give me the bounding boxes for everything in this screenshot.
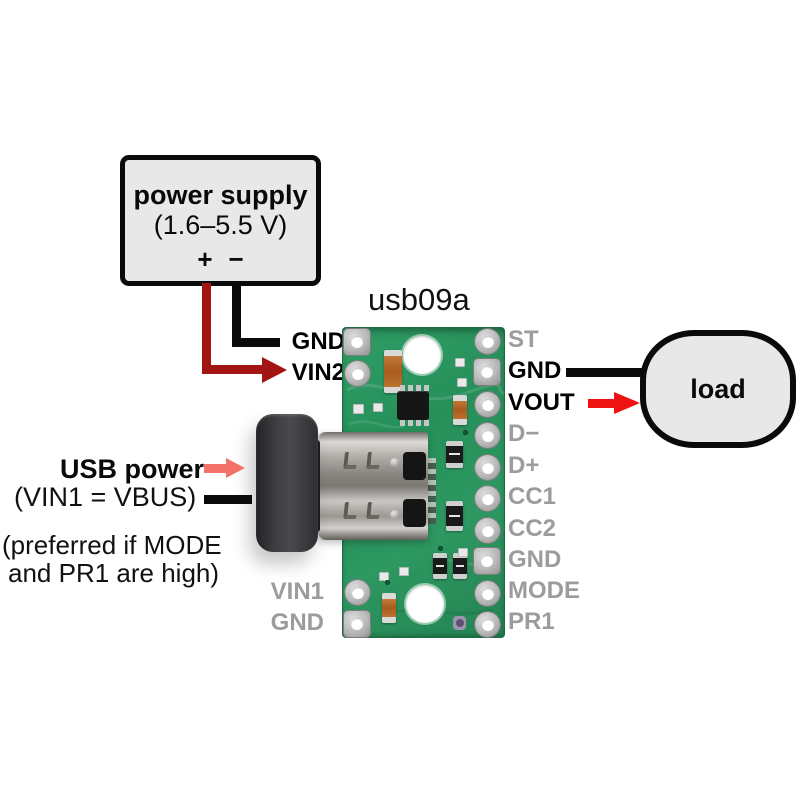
pin-label-vin1: VIN1 [270, 578, 324, 605]
pad-mode [475, 581, 500, 606]
capacitor-bottom [382, 593, 396, 623]
mounting-hole-bottom [406, 585, 444, 623]
gnd-wire-vertical [232, 283, 241, 347]
resistor-3 [433, 553, 447, 579]
via [385, 580, 390, 585]
pad-vin1 [345, 580, 370, 605]
pin-label-pr1: PR1 [508, 608, 555, 635]
vin2-wire-vertical [202, 283, 211, 374]
usb-power-sublabel: (VIN1 = VBUS) [14, 482, 197, 512]
pad-gnd-mid [474, 548, 500, 574]
pad-st [475, 329, 500, 354]
pad-d-minus [475, 423, 500, 448]
pin-label-gnd-top-left: GND [291, 328, 345, 355]
pin-label-d-plus: D+ [508, 452, 540, 479]
shell-groove [343, 452, 358, 469]
smd-component [353, 404, 364, 414]
pin-label-cc2: CC2 [508, 515, 557, 542]
vin1-wire-stub [204, 495, 252, 504]
power-supply-title: power supply [133, 180, 308, 210]
shell-dimple [390, 458, 400, 467]
pad-cc1 [475, 486, 500, 511]
usb-power-note-line1: (preferred if MODE [2, 530, 222, 560]
usb-plug-body [256, 414, 318, 552]
shell-latch-slot [403, 499, 426, 527]
vout-arrowhead-icon [614, 392, 643, 414]
via [438, 546, 443, 551]
minus-terminal-label: − [228, 244, 244, 274]
smd-component [455, 358, 465, 367]
power-supply-box: power supply (1.6–5.5 V) + − [120, 155, 321, 286]
power-supply-terminals: + − [197, 244, 243, 275]
shell-groove [343, 502, 358, 519]
pad-d-plus [475, 455, 500, 480]
pin-label-gnd-mid: GND [508, 546, 562, 573]
mounting-hole-top [403, 336, 441, 374]
pad-vin2 [345, 361, 370, 386]
shell-groove [366, 502, 381, 519]
gnd-wire-horizontal [232, 338, 280, 347]
load-label: load [690, 373, 746, 404]
pin-label-st: ST [508, 326, 539, 353]
resistor-1 [446, 441, 463, 468]
smd-component [457, 378, 467, 387]
pin-label-gnd-out: GND [508, 357, 562, 384]
usb-power-note-line2: and PR1 are high) [8, 558, 220, 588]
resistor-2 [446, 501, 463, 531]
pad-vout [475, 392, 500, 417]
vin2-arrowhead-icon [262, 357, 290, 383]
load-gnd-wire [566, 368, 646, 377]
smd-component [399, 567, 409, 576]
usb-power-label: USB power [60, 454, 205, 484]
resistor-4 [453, 553, 467, 579]
smd-component [458, 548, 468, 557]
shell-dimple [390, 510, 400, 519]
capacitor-mid [453, 395, 467, 425]
pin-label-d-minus: D− [508, 420, 540, 447]
pad-cc2 [475, 518, 500, 543]
smd-component [379, 572, 389, 581]
board-title: usb09a [368, 282, 470, 317]
power-supply-voltage-range: (1.6–5.5 V) [153, 210, 288, 240]
pin-label-vout: VOUT [508, 389, 575, 416]
vout-arrow-shaft [588, 399, 616, 408]
pad-gnd-top-left [344, 329, 370, 355]
pin-label-vin2: VIN2 [291, 359, 345, 386]
pad-gnd-out [474, 359, 500, 385]
capacitor-top [384, 350, 402, 393]
pin-label-cc1: CC1 [508, 483, 557, 510]
pad-gnd-bottom-left [344, 611, 370, 637]
vin2-wire-horizontal [202, 365, 264, 374]
load-node: load [640, 330, 796, 448]
shell-groove [366, 452, 381, 469]
ic-chip [397, 385, 429, 426]
usb-power-arrowhead-icon [226, 458, 248, 478]
led-indicator [453, 616, 466, 630]
via [463, 430, 468, 435]
plus-terminal-label: + [197, 244, 213, 274]
usb-power-arrow-shaft [204, 464, 228, 473]
pad-pr1 [475, 612, 500, 637]
smd-component [373, 403, 383, 412]
pin-label-gnd-bottom-left: GND [270, 609, 324, 636]
shell-latch-slot [403, 452, 426, 480]
pin-label-mode: MODE [508, 577, 580, 604]
